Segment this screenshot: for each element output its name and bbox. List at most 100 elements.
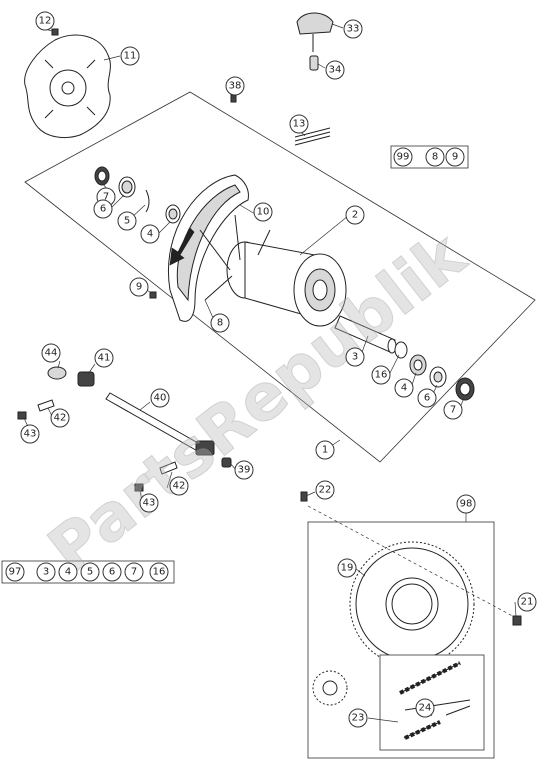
callout-21[interactable]: 21 <box>517 592 537 612</box>
svg-text:6: 6 <box>109 567 115 578</box>
callout-39[interactable]: 39 <box>234 460 254 480</box>
svg-text:42: 42 <box>54 413 67 424</box>
svg-text:3: 3 <box>43 567 49 578</box>
svg-text:34: 34 <box>329 65 342 76</box>
callout-12[interactable]: 12 <box>35 11 55 31</box>
callout-16[interactable]: 16 <box>371 365 391 385</box>
callout-97-5[interactable]: 5 <box>80 562 100 582</box>
disc-screw <box>51 28 59 36</box>
callout-11[interactable]: 11 <box>120 46 140 66</box>
svg-text:8: 8 <box>217 318 223 329</box>
valve-cap <box>296 12 334 71</box>
svg-text:4: 4 <box>401 383 407 394</box>
wheel-hub <box>199 214 347 327</box>
brake-disc <box>24 34 111 138</box>
svg-text:43: 43 <box>24 429 37 440</box>
svg-text:5: 5 <box>124 216 130 227</box>
svg-text:2: 2 <box>352 210 358 221</box>
svg-text:97: 97 <box>9 567 22 578</box>
callout-40[interactable]: 40 <box>150 388 170 408</box>
svg-text:1: 1 <box>322 445 328 456</box>
rim-lock-bolt <box>149 291 157 299</box>
svg-text:13: 13 <box>293 119 306 130</box>
callout-6-right[interactable]: 6 <box>417 388 437 408</box>
svg-text:16: 16 <box>375 370 388 381</box>
callout-42-lower[interactable]: 42 <box>169 476 189 496</box>
callout-4-right[interactable]: 4 <box>394 378 414 398</box>
callout-24[interactable]: 24 <box>415 698 435 718</box>
svg-text:23: 23 <box>352 713 365 724</box>
spacer-sleeve <box>334 315 397 354</box>
callout-9[interactable]: 9 <box>129 277 149 297</box>
callout-33[interactable]: 33 <box>343 19 363 39</box>
svg-text:10: 10 <box>257 207 270 218</box>
svg-text:6: 6 <box>100 204 106 215</box>
callout-98[interactable]: 98 <box>456 494 476 514</box>
callout-13[interactable]: 13 <box>289 114 309 134</box>
svg-text:9: 9 <box>136 282 142 293</box>
sprocket-bolt <box>300 491 308 502</box>
svg-text:42: 42 <box>173 481 186 492</box>
rear-sprocket <box>349 541 475 667</box>
adjuster-pins <box>17 399 178 492</box>
callout-5-left[interactable]: 5 <box>117 211 137 231</box>
callout-22[interactable]: 22 <box>315 480 335 500</box>
wheel-axle <box>105 392 215 456</box>
svg-text:22: 22 <box>319 485 332 496</box>
callout-34[interactable]: 34 <box>325 60 345 80</box>
svg-text:43: 43 <box>143 498 156 509</box>
callout-19[interactable]: 19 <box>337 558 357 578</box>
svg-text:5: 5 <box>87 567 93 578</box>
callout-42-upper[interactable]: 42 <box>50 408 70 428</box>
svg-text:4: 4 <box>147 229 153 240</box>
callout-97-4[interactable]: 4 <box>58 562 78 582</box>
callout-97-16[interactable]: 16 <box>149 562 169 582</box>
svg-text:39: 39 <box>238 465 251 476</box>
svg-text:33: 33 <box>347 24 360 35</box>
callout-41[interactable]: 41 <box>94 348 114 368</box>
callout-4-left[interactable]: 4 <box>140 224 160 244</box>
callout-97-6[interactable]: 6 <box>102 562 122 582</box>
drive-chain <box>399 661 471 740</box>
callout-1[interactable]: 1 <box>315 440 335 460</box>
callout-99[interactable]: 99 <box>393 147 413 167</box>
svg-text:7: 7 <box>131 567 137 578</box>
callout-97-3[interactable]: 3 <box>36 562 56 582</box>
wheel-assembly-frame <box>24 91 536 463</box>
rotation-arrow <box>169 227 195 266</box>
callout-2[interactable]: 2 <box>345 205 365 225</box>
callout-23[interactable]: 23 <box>348 708 368 728</box>
svg-text:12: 12 <box>39 16 52 27</box>
svg-text:98: 98 <box>460 499 473 510</box>
svg-text:38: 38 <box>229 81 242 92</box>
callout-97[interactable]: 97 <box>5 562 25 582</box>
svg-text:3: 3 <box>352 352 358 363</box>
svg-text:99: 99 <box>397 152 410 163</box>
callout-43-upper[interactable]: 43 <box>20 424 40 444</box>
svg-text:8: 8 <box>432 152 438 163</box>
callout-44[interactable]: 44 <box>41 343 61 363</box>
axle-nut-left <box>47 366 95 387</box>
svg-text:6: 6 <box>424 393 430 404</box>
svg-text:40: 40 <box>154 393 167 404</box>
svg-text:44: 44 <box>45 348 58 359</box>
callout-3[interactable]: 3 <box>345 347 365 367</box>
callout-99-8[interactable]: 8 <box>425 147 445 167</box>
callout-8[interactable]: 8 <box>210 313 230 333</box>
svg-text:7: 7 <box>103 192 109 203</box>
callout-38[interactable]: 38 <box>225 76 245 96</box>
svg-text:21: 21 <box>521 597 534 608</box>
spoke-set <box>294 127 331 146</box>
spoke-nipple <box>230 94 237 103</box>
front-sprocket <box>312 670 348 706</box>
callout-7-right[interactable]: 7 <box>443 400 463 420</box>
svg-text:7: 7 <box>450 405 456 416</box>
right-seal-bearing-set <box>394 341 475 401</box>
callout-43-lower[interactable]: 43 <box>139 493 159 513</box>
callout-97-7[interactable]: 7 <box>124 562 144 582</box>
callout-6-left[interactable]: 6 <box>93 199 113 219</box>
callout-10[interactable]: 10 <box>253 202 273 222</box>
callout-99-9[interactable]: 9 <box>445 147 465 167</box>
